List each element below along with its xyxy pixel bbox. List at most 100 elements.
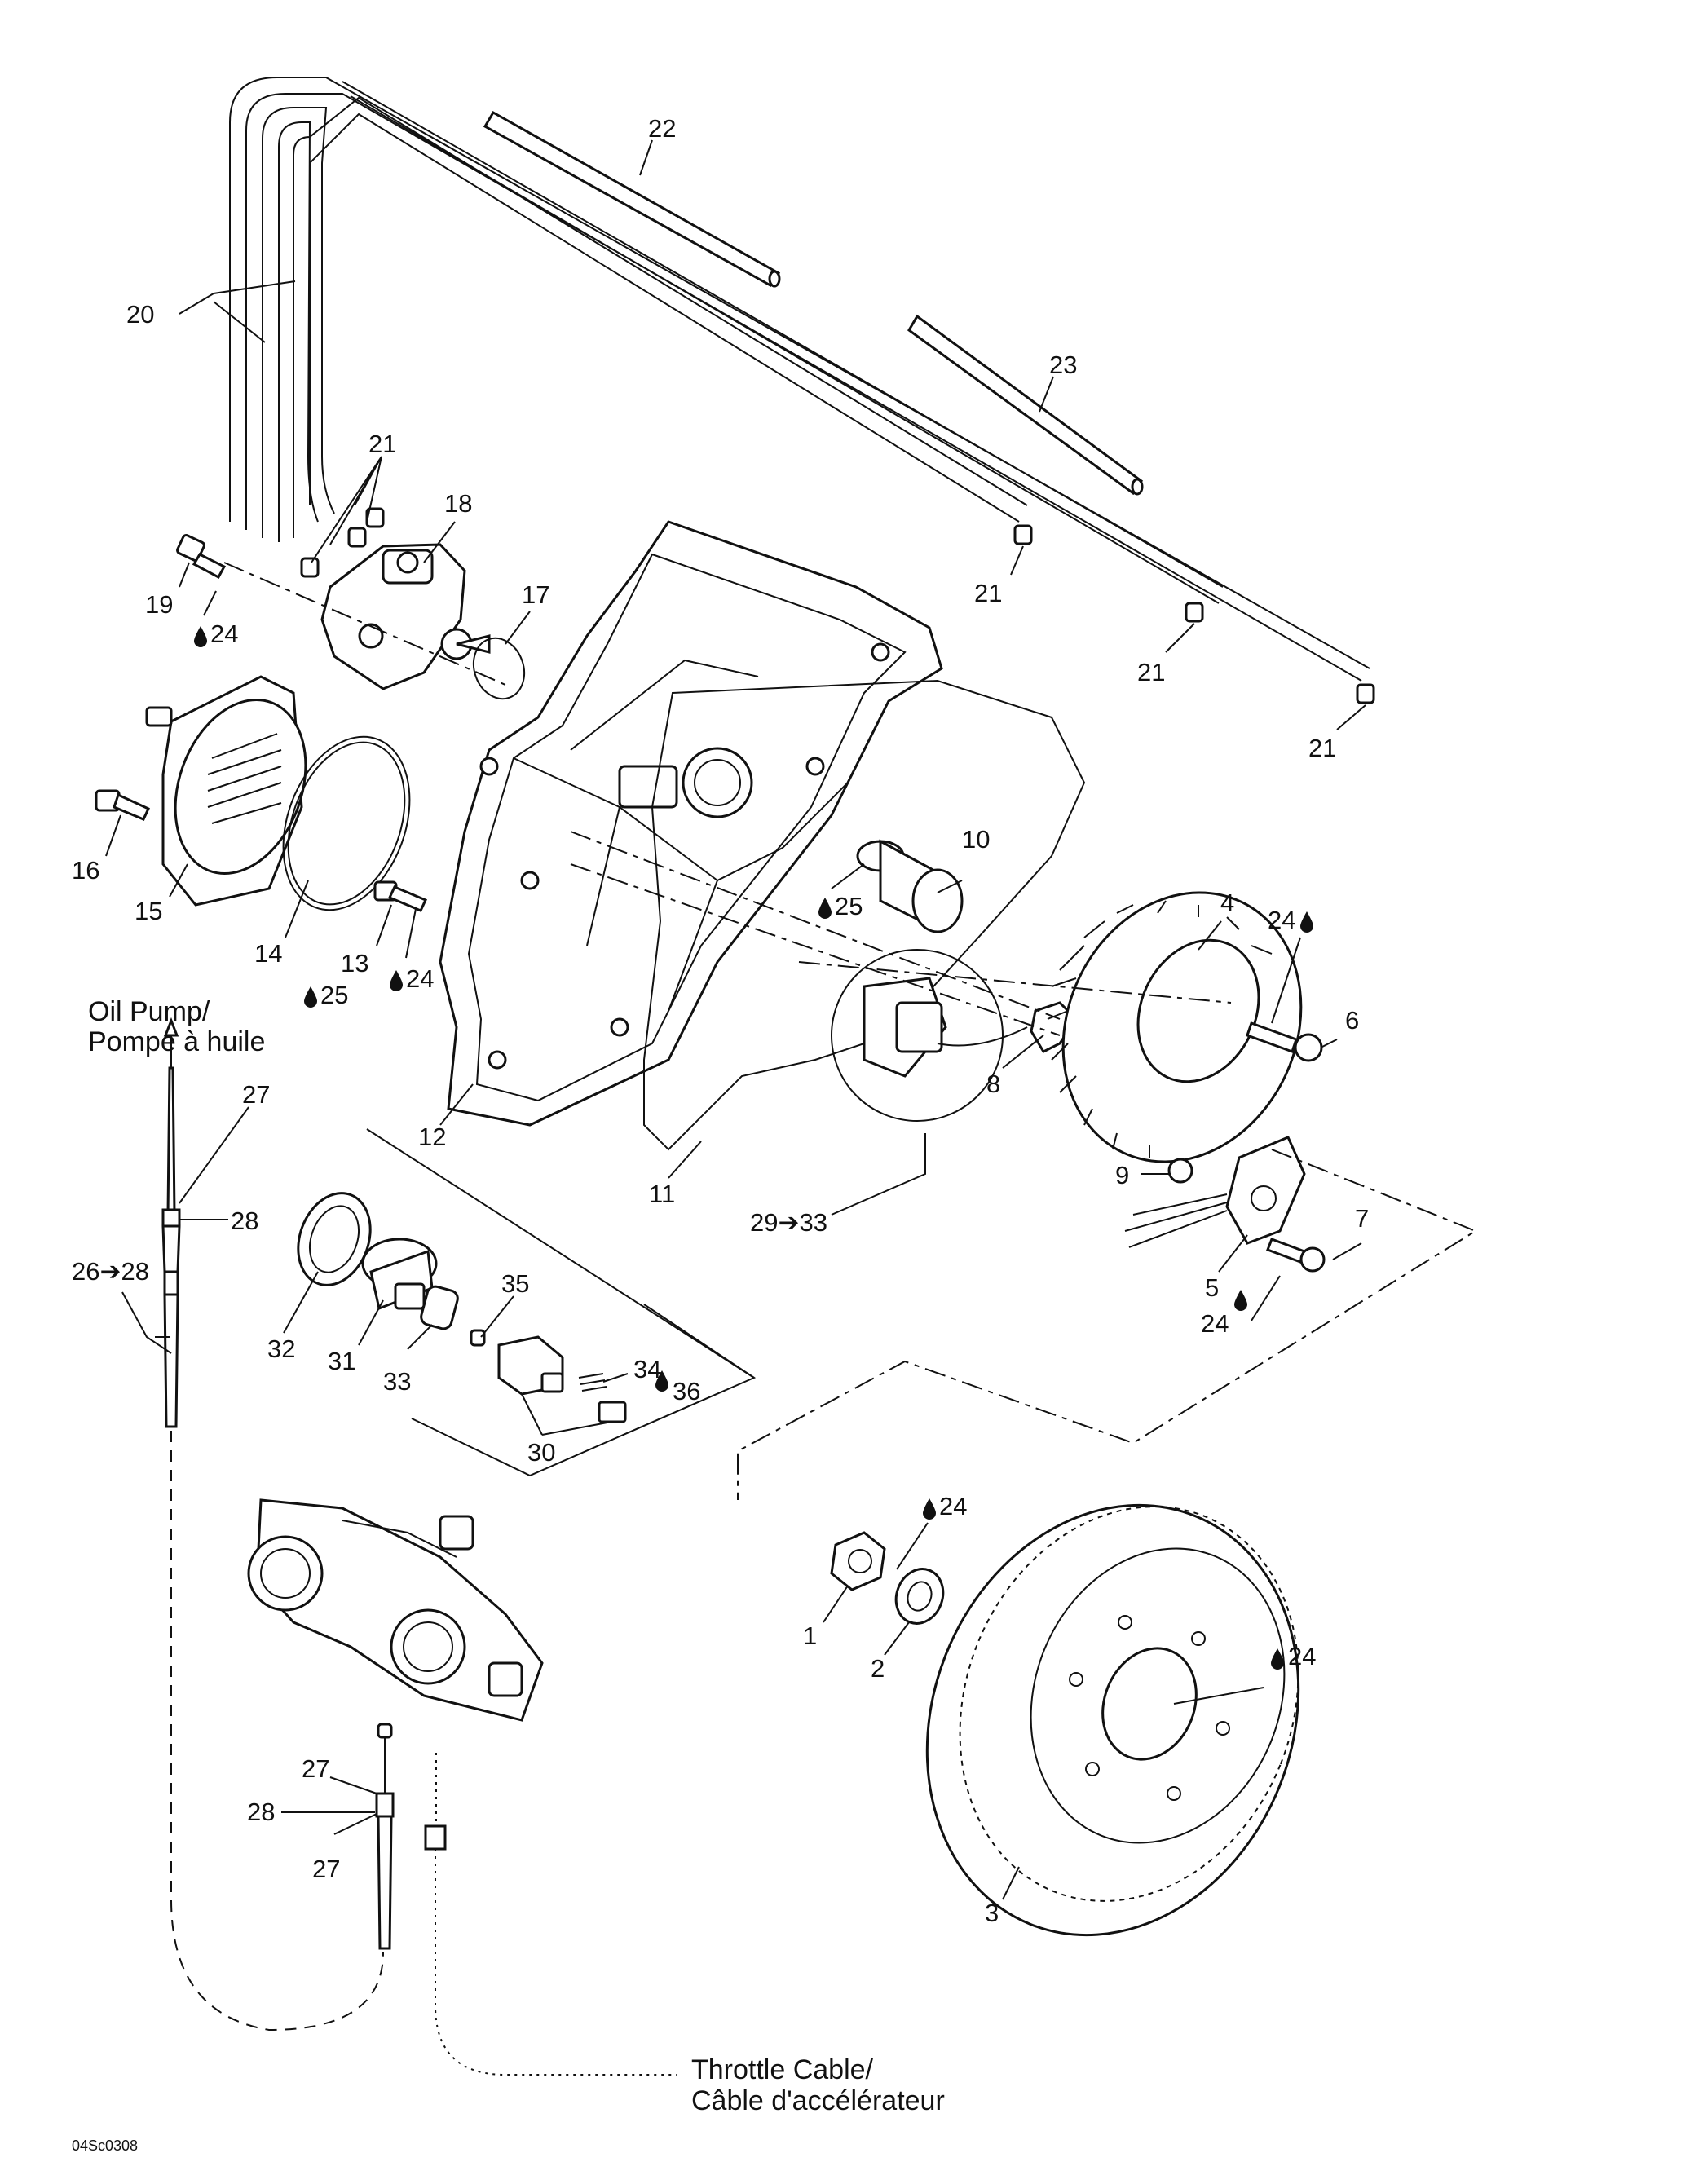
screw-part-19 xyxy=(176,534,227,580)
callout-19: 19 xyxy=(145,590,173,619)
callout-3: 3 xyxy=(985,1899,999,1927)
kit-outline-29-33 xyxy=(366,1128,757,1477)
callout-23: 23 xyxy=(1049,351,1077,379)
assembly-center-lines xyxy=(223,562,1478,1500)
cover-part-15 xyxy=(145,675,307,907)
o-ring-part-17 xyxy=(472,637,526,700)
callout-24: 24 xyxy=(1201,1309,1229,1338)
callout-35: 35 xyxy=(501,1269,529,1298)
callout-21: 21 xyxy=(1137,658,1165,686)
callout-28: 28 xyxy=(231,1207,258,1235)
trigger-coil-part-5 xyxy=(1124,1136,1306,1248)
callout-24: 24 xyxy=(939,1492,967,1520)
nut-part-9 xyxy=(1167,1158,1193,1184)
lube-drop-icon xyxy=(818,898,832,919)
hose-part-22 xyxy=(483,110,781,288)
gasket-part-11 xyxy=(643,679,1086,1151)
throttle-cable-dotted xyxy=(424,1753,677,2076)
bracket-part-8 xyxy=(1030,1001,1078,1053)
lube-drop-icon xyxy=(304,986,317,1008)
lube-drops xyxy=(194,626,1313,1670)
callout-34: 34 xyxy=(633,1355,661,1383)
oil-pump-cable-26-28 xyxy=(161,1017,181,1428)
sensor-detail-callout xyxy=(831,949,1028,1122)
hose-part-23 xyxy=(907,314,1144,496)
callout-26-28: 26➔28 xyxy=(72,1257,149,1286)
callout-18: 18 xyxy=(444,489,472,518)
seal-part-32-inner xyxy=(309,1205,360,1273)
callout-24: 24 xyxy=(406,964,434,993)
callout-13: 13 xyxy=(341,949,368,977)
kit-leader xyxy=(643,1304,755,1379)
callout-33: 33 xyxy=(383,1367,411,1396)
callout-15: 15 xyxy=(135,897,162,925)
callout-36: 36 xyxy=(673,1377,700,1405)
callout-2: 2 xyxy=(871,1654,885,1683)
lube-drop-icon xyxy=(390,970,403,991)
throttle-body xyxy=(247,1498,544,1722)
callout-24: 24 xyxy=(1288,1642,1316,1670)
seal-part-36 xyxy=(598,1401,627,1423)
callout-24: 24 xyxy=(1268,906,1295,934)
lube-drop-icon xyxy=(1234,1290,1247,1311)
oil-pump-note-line2: Pompe à huile xyxy=(88,1026,265,1057)
callout-21: 21 xyxy=(1308,734,1336,762)
connector-part-30 xyxy=(497,1335,564,1396)
callout-17: 17 xyxy=(522,580,549,609)
screw-part-16 xyxy=(95,789,150,821)
seal-part-32 xyxy=(297,1192,372,1286)
callout-7: 7 xyxy=(1355,1204,1369,1233)
callout-32: 32 xyxy=(267,1335,295,1363)
screw-part-7 xyxy=(1266,1238,1326,1273)
callout-12: 12 xyxy=(418,1123,446,1151)
screw-part-6 xyxy=(1246,1021,1323,1062)
callout-labels: 20 22 23 21 18 17 19 24 21 21 21 16 15 1… xyxy=(72,114,1369,1927)
callout-4: 4 xyxy=(1220,889,1234,917)
callout-21: 21 xyxy=(368,430,396,458)
callout-27: 27 xyxy=(312,1855,340,1883)
callout-11: 11 xyxy=(649,1180,675,1208)
callout-31: 31 xyxy=(328,1347,355,1375)
lube-drop-icon xyxy=(923,1498,936,1520)
callout-5: 5 xyxy=(1205,1273,1219,1302)
callout-27: 27 xyxy=(302,1754,329,1783)
lube-drop-icon xyxy=(655,1370,668,1392)
sensor-part-10 xyxy=(856,839,964,933)
pin-part-35 xyxy=(470,1329,486,1347)
flywheel-part-3 xyxy=(925,1503,1300,1937)
oil-pump-note-line1: Oil Pump/ xyxy=(88,996,210,1027)
callout-29-33: 29➔33 xyxy=(750,1208,827,1237)
clamps-part-21 xyxy=(300,507,1375,704)
callout-1: 1 xyxy=(803,1621,817,1650)
callout-24: 24 xyxy=(210,620,238,648)
callout-25: 25 xyxy=(320,981,348,1009)
throttle-note-line1: Throttle Cable/ xyxy=(691,2054,874,2085)
lube-drop-icon xyxy=(194,626,207,647)
callout-6: 6 xyxy=(1345,1006,1359,1035)
lube-drop-icon xyxy=(1271,1648,1284,1670)
notes: Oil Pump/ Pompe à huile Throttle Cable/ … xyxy=(88,996,945,2116)
callout-9: 9 xyxy=(1115,1161,1129,1189)
figure-code: 04Sc0308 xyxy=(72,2138,138,2154)
throttle-cable-27-28 xyxy=(375,1723,395,1950)
o-ring-part-14 xyxy=(282,735,411,911)
oil-lines-part-20 xyxy=(229,77,1370,682)
callout-14: 14 xyxy=(254,939,282,968)
leader-lines xyxy=(105,139,1366,1900)
callout-8: 8 xyxy=(986,1070,1000,1098)
housing-part-12 xyxy=(439,520,943,1127)
grommet-part-33 xyxy=(420,1285,459,1330)
callout-10: 10 xyxy=(962,825,990,854)
callout-27: 27 xyxy=(242,1080,270,1109)
oil-cable-routing xyxy=(170,1431,384,2032)
callout-21: 21 xyxy=(974,579,1002,607)
contacts-part-34 xyxy=(578,1373,607,1392)
oil-pump-part-18 xyxy=(320,543,491,690)
callout-22: 22 xyxy=(648,114,676,143)
callout-16: 16 xyxy=(72,856,99,885)
throttle-note-line2: Câble d'accélérateur xyxy=(691,2085,945,2116)
screw-part-13 xyxy=(373,880,428,912)
callout-20: 20 xyxy=(126,300,154,329)
nut-part-1 xyxy=(830,1531,886,1591)
